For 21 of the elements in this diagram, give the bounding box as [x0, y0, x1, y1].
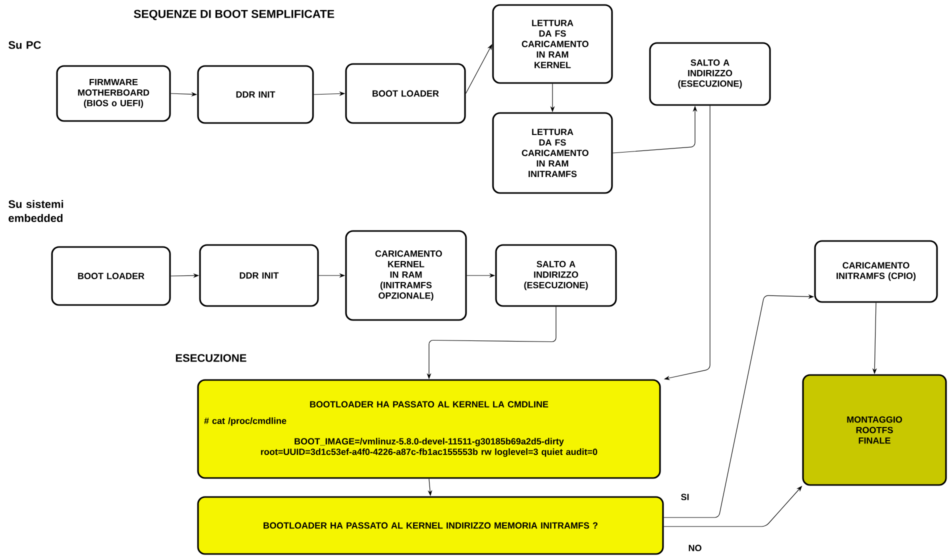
- process-box: LETTURA DA FS CARICAMENTO IN RAM KERNEL: [492, 4, 613, 84]
- process-box: MONTAGGIO ROOTFS FINALE: [802, 374, 947, 486]
- section-heading: Su PC: [8, 41, 41, 49]
- process-box: BOOTLOADER HA PASSATO AL KERNEL INDIRIZZO MEMORIA INITRAMFS ?: [197, 496, 664, 555]
- process-box: FIRMWARE MOTHERBOARD (BIOS o UEFI): [56, 65, 171, 122]
- arrow: [466, 44, 492, 94]
- process-box: CARICAMENTO INITRAMFS (CPIO): [814, 240, 938, 303]
- process-box: BOOT LOADER: [345, 63, 466, 124]
- title: SEQUENZE DI BOOT SEMPLIFICATE: [134, 10, 334, 20]
- edge-label: SI: [681, 494, 689, 500]
- process-box: SALTO A INDIRIZZO (ESECUZIONE): [495, 244, 617, 307]
- process-box: DDR INIT: [199, 244, 319, 307]
- process-box: SALTO A INDIRIZZO (ESECUZIONE): [649, 42, 771, 106]
- process-box: BOOT LOADER: [51, 246, 171, 306]
- process-box: LETTURA DA FS CARICAMENTO IN RAM INITRAMFS: [492, 112, 613, 194]
- edge-label: NO: [688, 544, 702, 552]
- process-box: CARICAMENTO KERNEL IN RAM (INITRAMFS OPZIONALE): [345, 230, 467, 321]
- section-heading: ESECUZIONE: [176, 354, 246, 362]
- section-heading: Su sistemi embedded: [8, 200, 64, 222]
- process-box: BOOTLOADER HA PASSATO AL KERNEL LA CMDLINE # cat /proc/cmdline BOOT_IMAGE=/vmlinuz-5.8.0-devel-11511-g30185b69a2d5-dirty root=UUID=3d1c53ef-a4f0-4226-a87c-fb1ac155553b rw loglevel=3 quiet audit=0: [197, 379, 661, 479]
- process-box: DDR INIT: [197, 65, 314, 124]
